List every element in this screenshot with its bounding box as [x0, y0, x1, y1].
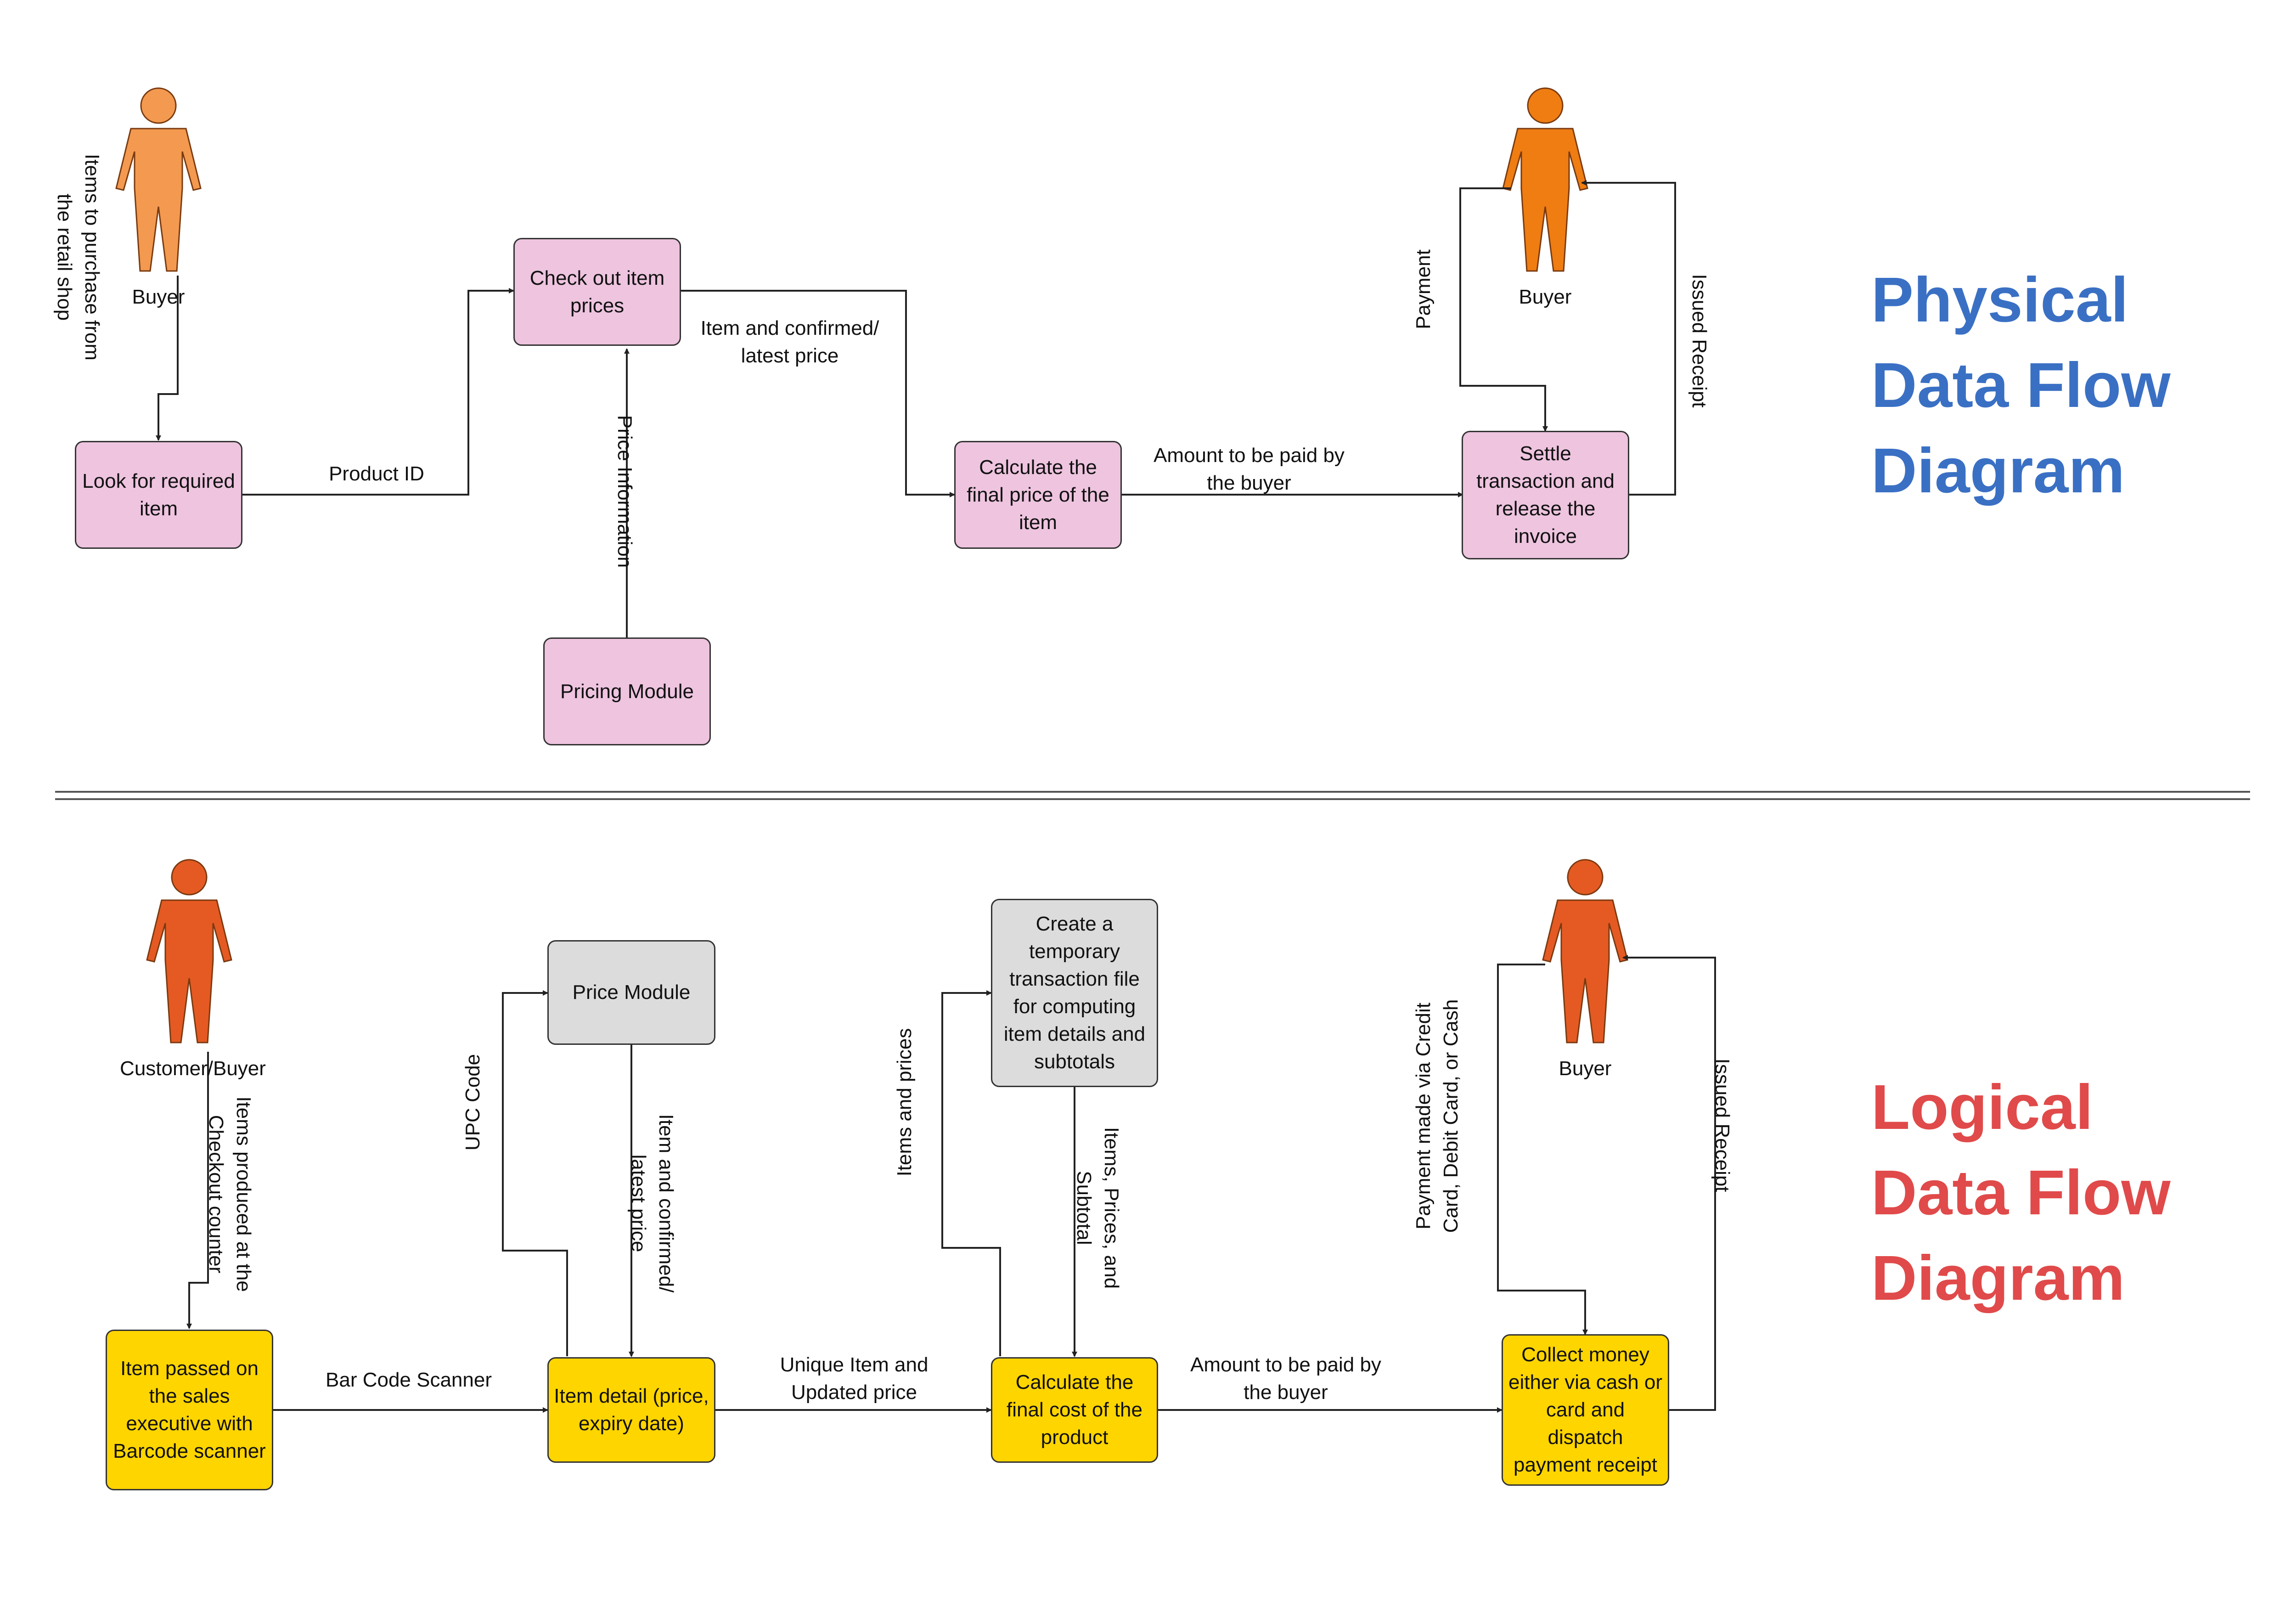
label-items-and-prices: Items and prices: [893, 1028, 916, 1177]
flow-items-produced: [186, 1052, 209, 1329]
item-detail-text: Item detail (price, expiry date): [554, 1385, 709, 1435]
label-price-information: Price Information: [613, 415, 636, 568]
label-amount-paid-physical: Amount to be paid by the buyer: [1154, 444, 1345, 494]
item-detail-box: Item detail (price, expiry date): [547, 1357, 715, 1463]
label-items-to-purchase: Items to purchase from the retail shop: [53, 154, 103, 361]
customer-buyer-label: Customer/Buyer: [120, 1057, 266, 1080]
buyer-figure-2: [1502, 87, 1588, 272]
buyer-label-2: Buyer: [1519, 286, 1572, 308]
label-upc-code: UPC Code: [461, 1054, 484, 1151]
calculate-final-price-box: Calculate the final price of the item: [954, 441, 1122, 549]
label-bar-code: Bar Code Scanner: [326, 1369, 492, 1391]
item-passed-box: Item passed on the sales executive with …: [106, 1330, 273, 1490]
flow-product-id: [242, 288, 514, 496]
item-passed-text: Item passed on the sales executive with …: [113, 1357, 266, 1462]
price-module-box: Price Module: [547, 940, 715, 1045]
logical-title: Logical Data Flow Diagram: [1871, 1072, 2171, 1314]
flow-payment: [1459, 187, 1548, 432]
look-for-item-box: Look for required item: [75, 441, 242, 549]
section-divider-bottom: [55, 798, 2250, 800]
label-unique-item: Unique Item and Updated price: [780, 1353, 929, 1404]
label-item-confirmed: Item and confirmed/ latest price: [700, 317, 879, 367]
flow-issued-receipt-logical: [1622, 955, 1716, 1411]
collect-money-text: Collect money either via cash or card an…: [1508, 1343, 1663, 1476]
temp-transaction-file-text: Create a temporary transaction file for …: [1003, 913, 1146, 1073]
label-payment-made: Payment made via Credit Card, Debit Card…: [1412, 999, 1462, 1233]
label-issued-receipt-physical: Issued Receipt: [1688, 274, 1711, 408]
physical-title: Physical Data Flow Diagram: [1871, 265, 2171, 506]
label-items-prices-subtotal: Items, Prices, and Subtotal: [1073, 1127, 1123, 1289]
label-product-id: Product ID: [329, 462, 424, 485]
label-issued-receipt-logical: Issued Receipt: [1711, 1058, 1733, 1192]
temp-transaction-file-box: Create a temporary transaction file for …: [991, 899, 1158, 1087]
buyer-figure-1: [115, 87, 202, 272]
label-items-produced: Items produced at the Checkout counter: [205, 1096, 255, 1292]
calculate-final-cost-text: Calculate the final cost of the product: [1007, 1371, 1142, 1449]
label-payment: Payment: [1412, 249, 1435, 329]
customer-figure: [146, 859, 232, 1043]
calculate-final-price-text: Calculate the final price of the item: [967, 456, 1109, 534]
settle-transaction-text: Settle transaction and release the invoi…: [1476, 442, 1615, 547]
check-out-prices-text: Check out item prices: [529, 266, 665, 317]
buyer-figure-3: [1542, 859, 1628, 1043]
buyer-label-3: Buyer: [1559, 1057, 1612, 1080]
flow-items-to-purchase: [156, 276, 179, 441]
flow-upc-code: [502, 990, 568, 1356]
label-item-confirmed-logical: Item and confirmed/ latest price: [627, 1114, 677, 1293]
flow-items-and-prices: [941, 990, 1001, 1356]
connectors: [156, 180, 1716, 1413]
label-amount-paid-logical: Amount to be paid by the buyer: [1190, 1353, 1381, 1404]
buyer-label-1: Buyer: [132, 286, 185, 308]
collect-money-box: Collect money either via cash or card an…: [1502, 1334, 1669, 1486]
price-module-text: Price Module: [572, 981, 691, 1004]
pricing-module-text: Pricing Module: [560, 680, 694, 703]
check-out-prices-box: Check out item prices: [513, 238, 681, 346]
settle-transaction-box: Settle transaction and release the invoi…: [1462, 431, 1629, 559]
section-divider-top: [55, 791, 2250, 793]
look-for-item-text: Look for required item: [82, 469, 235, 520]
pricing-module-box: Pricing Module: [543, 637, 711, 745]
flow-issued-receipt-physical: [1581, 180, 1676, 496]
flow-item-confirmed: [681, 290, 955, 497]
calculate-final-cost-box: Calculate the final cost of the product: [991, 1357, 1158, 1463]
flow-payment-made: [1497, 964, 1588, 1335]
